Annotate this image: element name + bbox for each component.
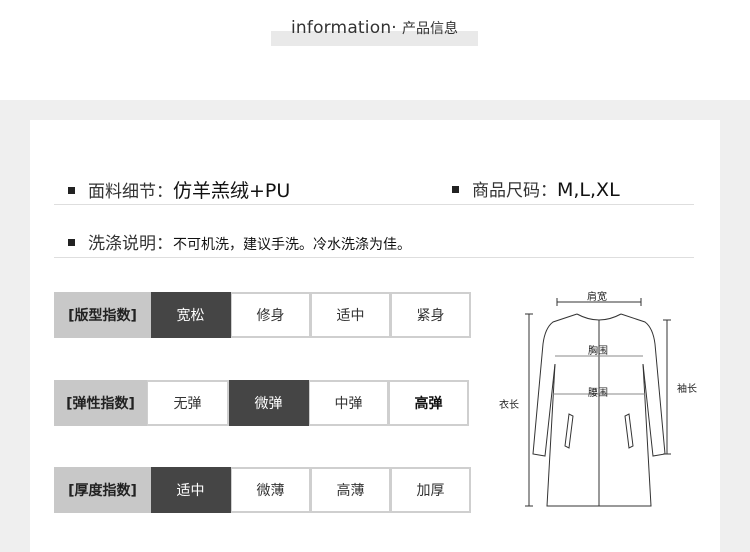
fabric-label: 面料细节： [88,182,173,202]
fabric-value: 仿羊羔绒+PU [173,180,291,202]
thickness-option-medium: 适中 [151,467,231,513]
length-label: 衣长 [499,400,519,411]
header: information· 产品信息 [0,0,750,100]
elasticity-scale: [弹性指数] 无弹 微弹 中弹 高弹 [54,380,469,426]
waist-label: 腰围 [588,388,608,399]
wash-row: 洗涤说明：不可机洗，建议手洗。冷水洗涤为佳。 [68,229,411,254]
wash-label: 洗涤说明： [88,234,173,254]
thickness-scale-label: [厚度指数] [54,467,151,513]
measurement-diagram: 肩宽 胸围 腰围 衣长 袖长 [495,284,705,510]
page-title: information· 产品信息 [271,18,478,38]
elasticity-scale-label: [弹性指数] [54,380,147,426]
elasticity-option-high: 高弹 [389,380,469,426]
bullet-icon [452,185,459,193]
fit-option-loose: 宽松 [151,292,231,338]
elasticity-option-none: 无弹 [147,380,229,426]
coat-outline-icon [525,298,671,507]
fabric-row: 面料细节：仿羊羔绒+PU [68,176,290,203]
fit-scale: [版型指数] 宽松 修身 适中 紧身 [54,292,471,338]
bullet-icon [68,186,75,194]
shoulder-label: 肩宽 [587,292,607,303]
sleeve-label: 袖长 [677,384,697,395]
title-chinese: 产品信息 [402,21,458,37]
size-label: 商品尺码： [472,181,557,201]
divider [54,257,694,258]
fit-option-regular: 适中 [311,292,391,338]
title-highlight [271,31,478,46]
wash-value: 不可机洗，建议手洗。冷水洗涤为佳。 [173,237,411,253]
fit-scale-label: [版型指数] [54,292,151,338]
size-value: M,L,XL [557,179,620,201]
thickness-scale: [厚度指数] 适中 微薄 高薄 加厚 [54,467,471,513]
fit-option-tight: 紧身 [391,292,471,338]
size-row: 商品尺码：M,L,XL [452,176,620,201]
thickness-option-thin: 微薄 [231,467,311,513]
bullet-icon [68,238,75,246]
thickness-option-thick: 加厚 [391,467,471,513]
title-english: information· [290,18,397,38]
fit-option-slim: 修身 [231,292,311,338]
chest-label: 胸围 [588,346,608,357]
thickness-option-very-thin: 高薄 [311,467,391,513]
elasticity-option-medium: 中弹 [309,380,389,426]
divider [54,204,694,205]
elasticity-option-slight: 微弹 [229,380,309,426]
